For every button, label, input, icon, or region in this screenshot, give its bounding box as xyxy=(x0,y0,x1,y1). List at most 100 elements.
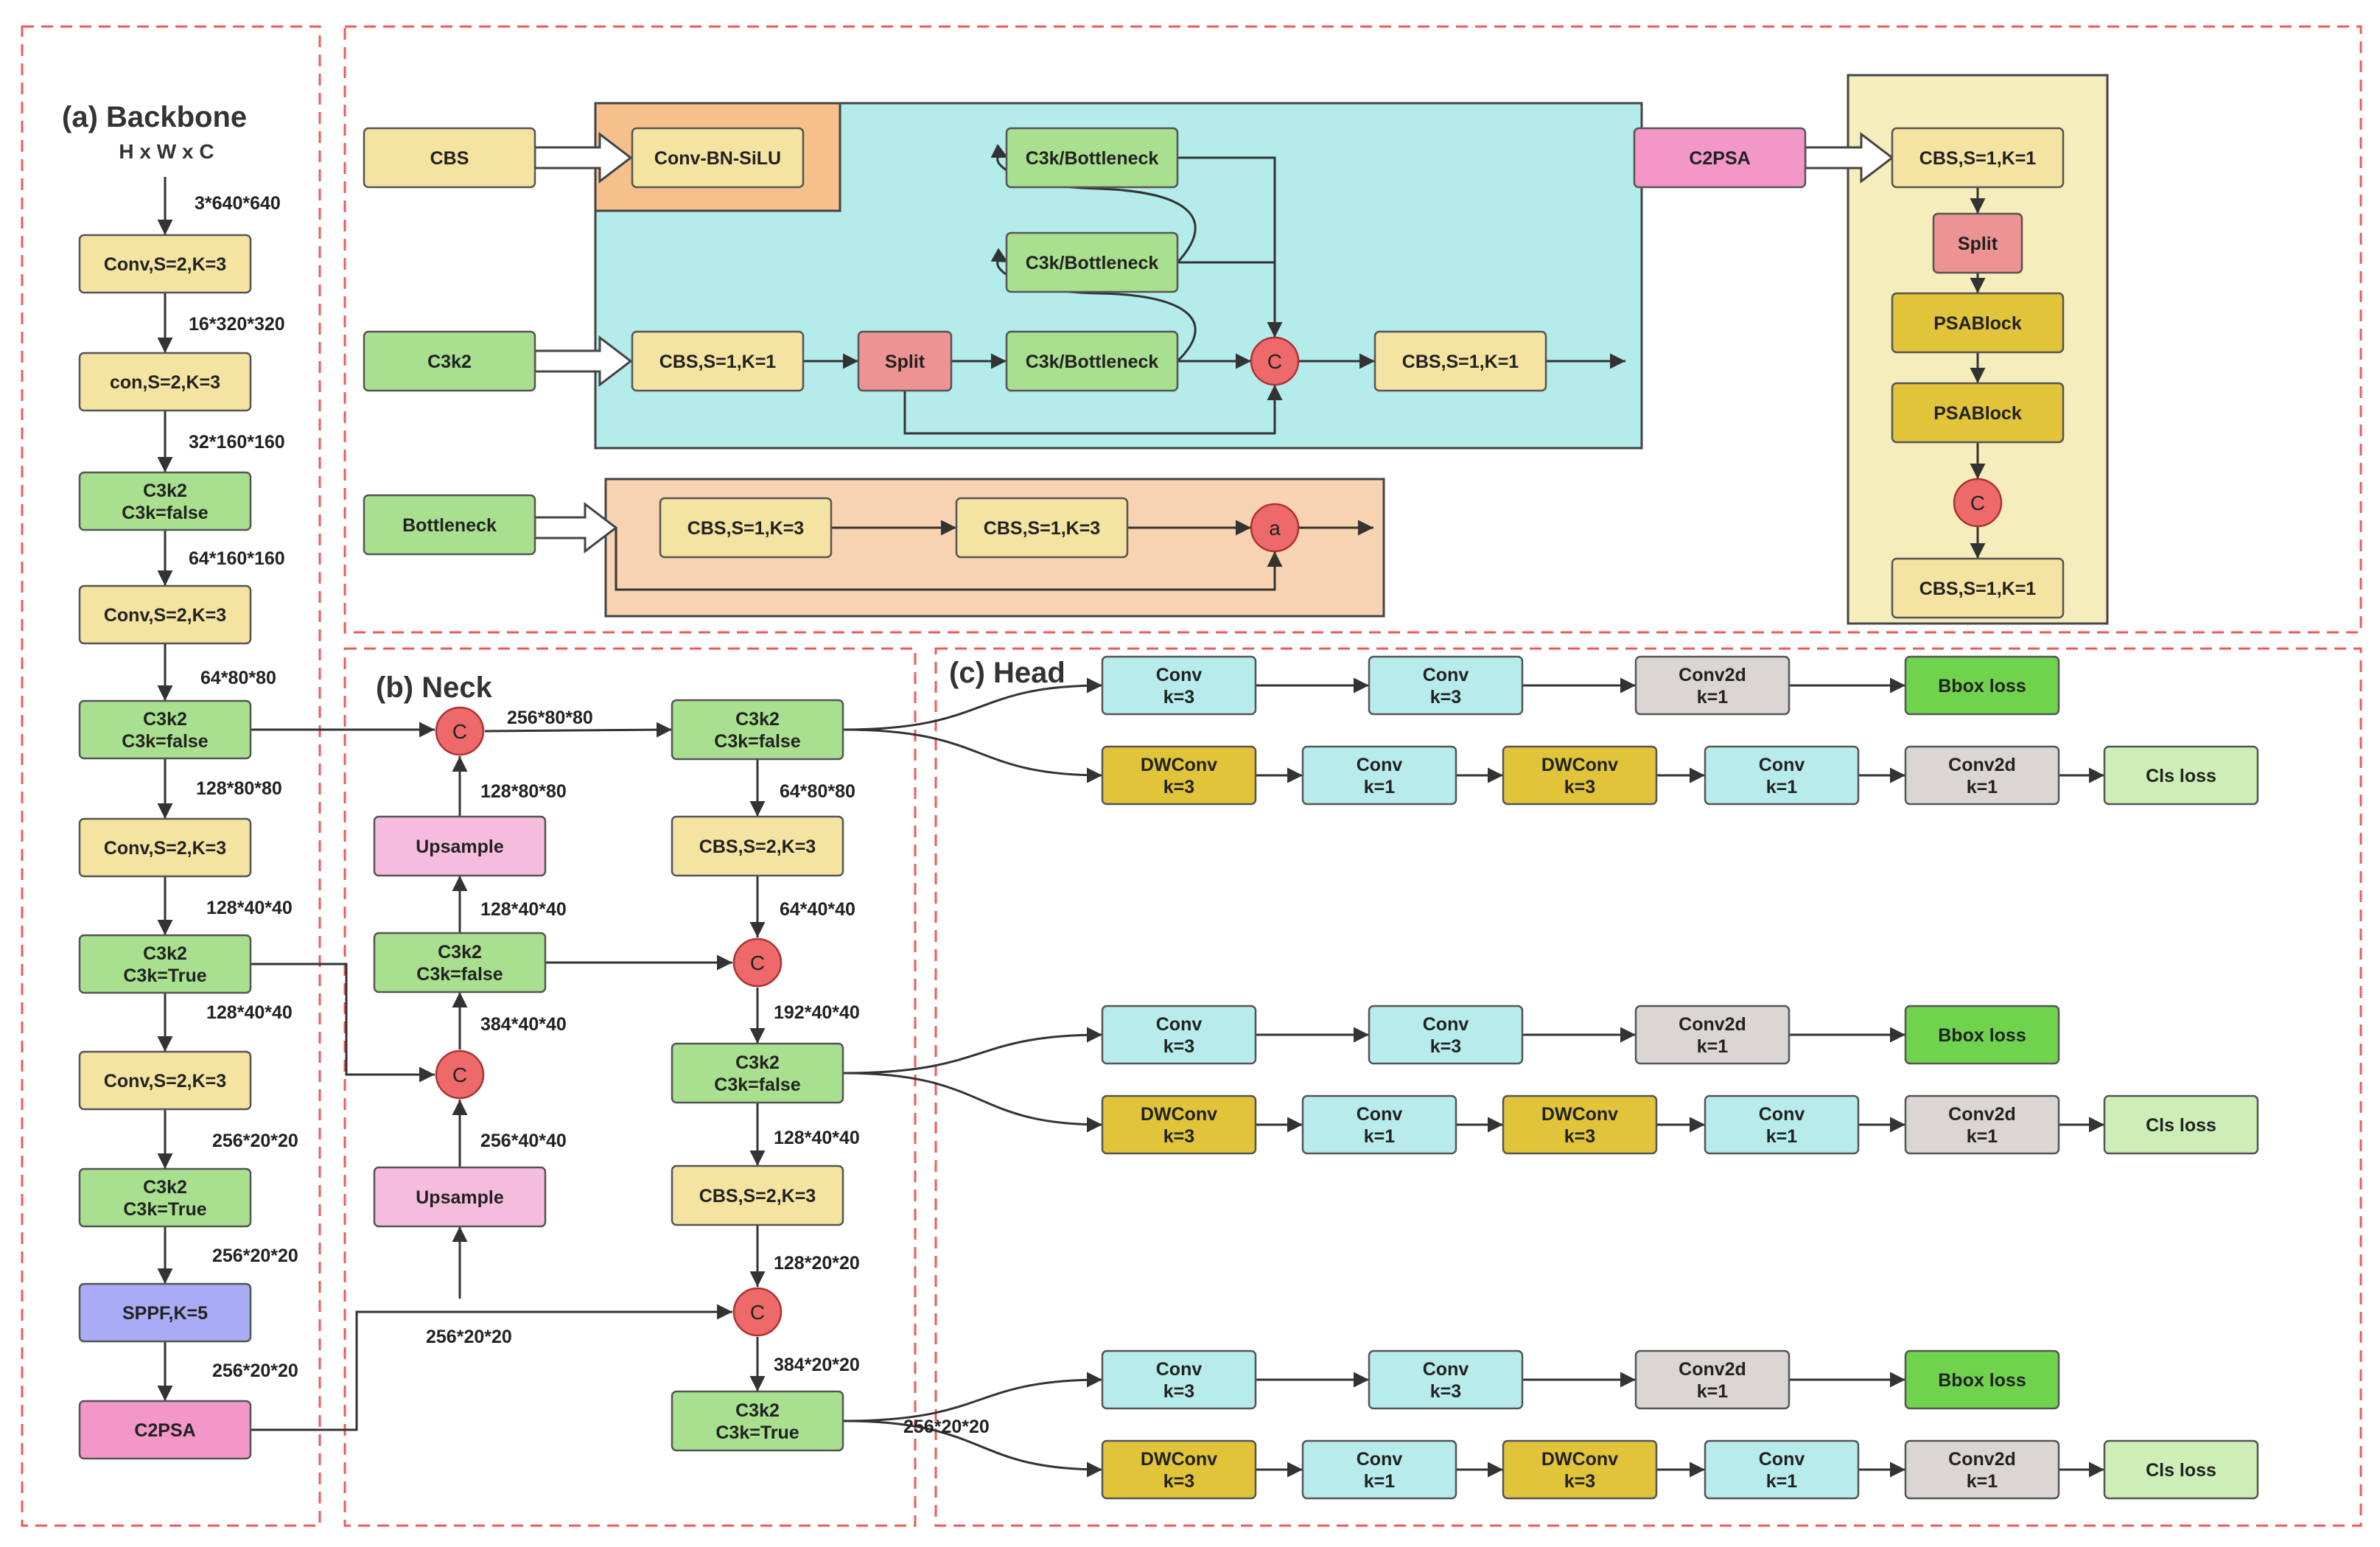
d-c2psa-block: C2PSA xyxy=(1633,127,1807,189)
block-label: C3k2 xyxy=(438,942,482,963)
block-label: CBS,S=1,K=1 xyxy=(1919,579,2037,599)
op-label: C xyxy=(750,1301,765,1324)
h2-t3-block: Bbox loss xyxy=(1904,1349,2060,1410)
ne-up2-block: Upsample xyxy=(373,1166,547,1228)
d-p-cbs1-block: CBS,S=1,K=1 xyxy=(1891,127,2065,189)
block-label: CBS,S=1,K=3 xyxy=(687,518,804,539)
block-label: Cls loss xyxy=(2146,766,2216,786)
dim-label-n8: 64*40*40 xyxy=(780,899,855,920)
block-label: DWConv xyxy=(1141,755,1217,775)
block-label: C3k=false xyxy=(122,503,209,523)
block-label: Conv,S=2,K=3 xyxy=(104,838,226,859)
block-label: C2PSA xyxy=(134,1420,195,1441)
d-split-block: Split xyxy=(857,330,953,392)
block-label: Conv xyxy=(1357,755,1403,775)
dim-label-b10: 256*20*20 xyxy=(212,1361,298,1381)
block-label: k=1 xyxy=(1697,1036,1729,1057)
block-label: C3k=false xyxy=(714,731,801,752)
c3-op: C xyxy=(732,937,783,988)
dim-label-b6: 128*40*40 xyxy=(206,898,293,918)
op-label: C xyxy=(452,1064,467,1086)
section-frames xyxy=(21,25,2362,1527)
op-label: C xyxy=(1970,492,1985,514)
block-label: k=3 xyxy=(1163,1381,1194,1402)
block-label: k=3 xyxy=(1163,1036,1194,1057)
dim-label-n13: 256*20*20 xyxy=(903,1417,990,1437)
block-label: k=1 xyxy=(1364,777,1396,797)
head-title: (c) Head xyxy=(949,657,1065,689)
block-label: CBS,S=1,K=3 xyxy=(984,518,1100,539)
d-bn-cbs2-block: CBS,S=1,K=3 xyxy=(955,497,1129,559)
block-label: Split xyxy=(885,352,925,372)
block-label: C3k=True xyxy=(123,1199,206,1220)
block-label: k=3 xyxy=(1163,1126,1194,1147)
d-bn-cbs1-block: CBS,S=1,K=3 xyxy=(659,497,833,559)
dim-label-b1: 16*320*320 xyxy=(189,314,285,335)
d-bt3-block: C3k/Bottleneck xyxy=(1005,330,1179,392)
block-label: k=3 xyxy=(1430,1036,1461,1057)
d-p-psa2-block: PSABlock xyxy=(1891,382,2065,444)
block-label: Conv xyxy=(1423,1014,1469,1035)
block-label: Conv2d xyxy=(1948,1449,2016,1470)
block-label: C3k=True xyxy=(715,1422,799,1443)
block-label: Conv xyxy=(1156,1014,1203,1035)
block-label: DWConv xyxy=(1541,1449,1618,1470)
block-label: Upsample xyxy=(416,837,504,857)
ne-up1-block: Upsample xyxy=(373,815,547,877)
op-label: C xyxy=(452,720,467,743)
c2-op: C xyxy=(435,1050,485,1100)
dim-label-n9: 192*40*40 xyxy=(774,1002,860,1023)
c4-op: C xyxy=(732,1287,783,1337)
backbone-title: (a) Backbone xyxy=(62,101,247,133)
block-label: C3k/Bottleneck xyxy=(1026,352,1159,372)
block-label: k=1 xyxy=(1967,1471,1998,1492)
block-label: PSABlock xyxy=(1933,313,2022,334)
block-label: k=3 xyxy=(1564,777,1595,797)
block-label: Conv2d xyxy=(1679,1359,1746,1380)
block-label: C3k2 xyxy=(143,481,187,501)
frame-details xyxy=(343,25,2362,634)
block-label: C3k2 xyxy=(735,709,780,730)
dim-label-n10: 128*40*40 xyxy=(774,1128,860,1148)
block-label: CBS xyxy=(430,148,469,169)
block-label: k=1 xyxy=(1766,1126,1798,1147)
block-label: Conv2d xyxy=(1679,1014,1746,1035)
ne-cbs2-block: CBS,S=2,K=3 xyxy=(671,1164,844,1226)
block-label: Conv xyxy=(1357,1104,1403,1125)
d-c3k2-block: C3k2 xyxy=(363,330,536,392)
c1-op: C xyxy=(435,706,485,756)
dim-label-b8: 256*20*20 xyxy=(212,1131,298,1151)
d-bneck-block: Bottleneck xyxy=(363,494,536,556)
h1-t3-block: Bbox loss xyxy=(1904,1005,2060,1065)
dim-label-b5: 128*80*80 xyxy=(196,778,282,799)
op-label: C xyxy=(1267,350,1282,373)
bb4-block: Conv,S=2,K=3 xyxy=(78,584,252,645)
block-label: C3k2 xyxy=(143,943,187,964)
block-label: Conv xyxy=(1759,1449,1805,1470)
frame-head xyxy=(934,647,2362,1527)
dim-label-n3: 128*40*40 xyxy=(480,899,567,920)
c-d3-op: C xyxy=(1953,478,2003,528)
block-label: DWConv xyxy=(1141,1104,1217,1125)
block-label: C2PSA xyxy=(1689,148,1750,169)
d-convbn-block: Conv-BN-SiLU xyxy=(631,127,805,189)
block-label: Upsample xyxy=(416,1187,504,1208)
d-p-psa1-block: PSABlock xyxy=(1891,292,2065,354)
block-label: C3k2 xyxy=(735,1052,780,1073)
